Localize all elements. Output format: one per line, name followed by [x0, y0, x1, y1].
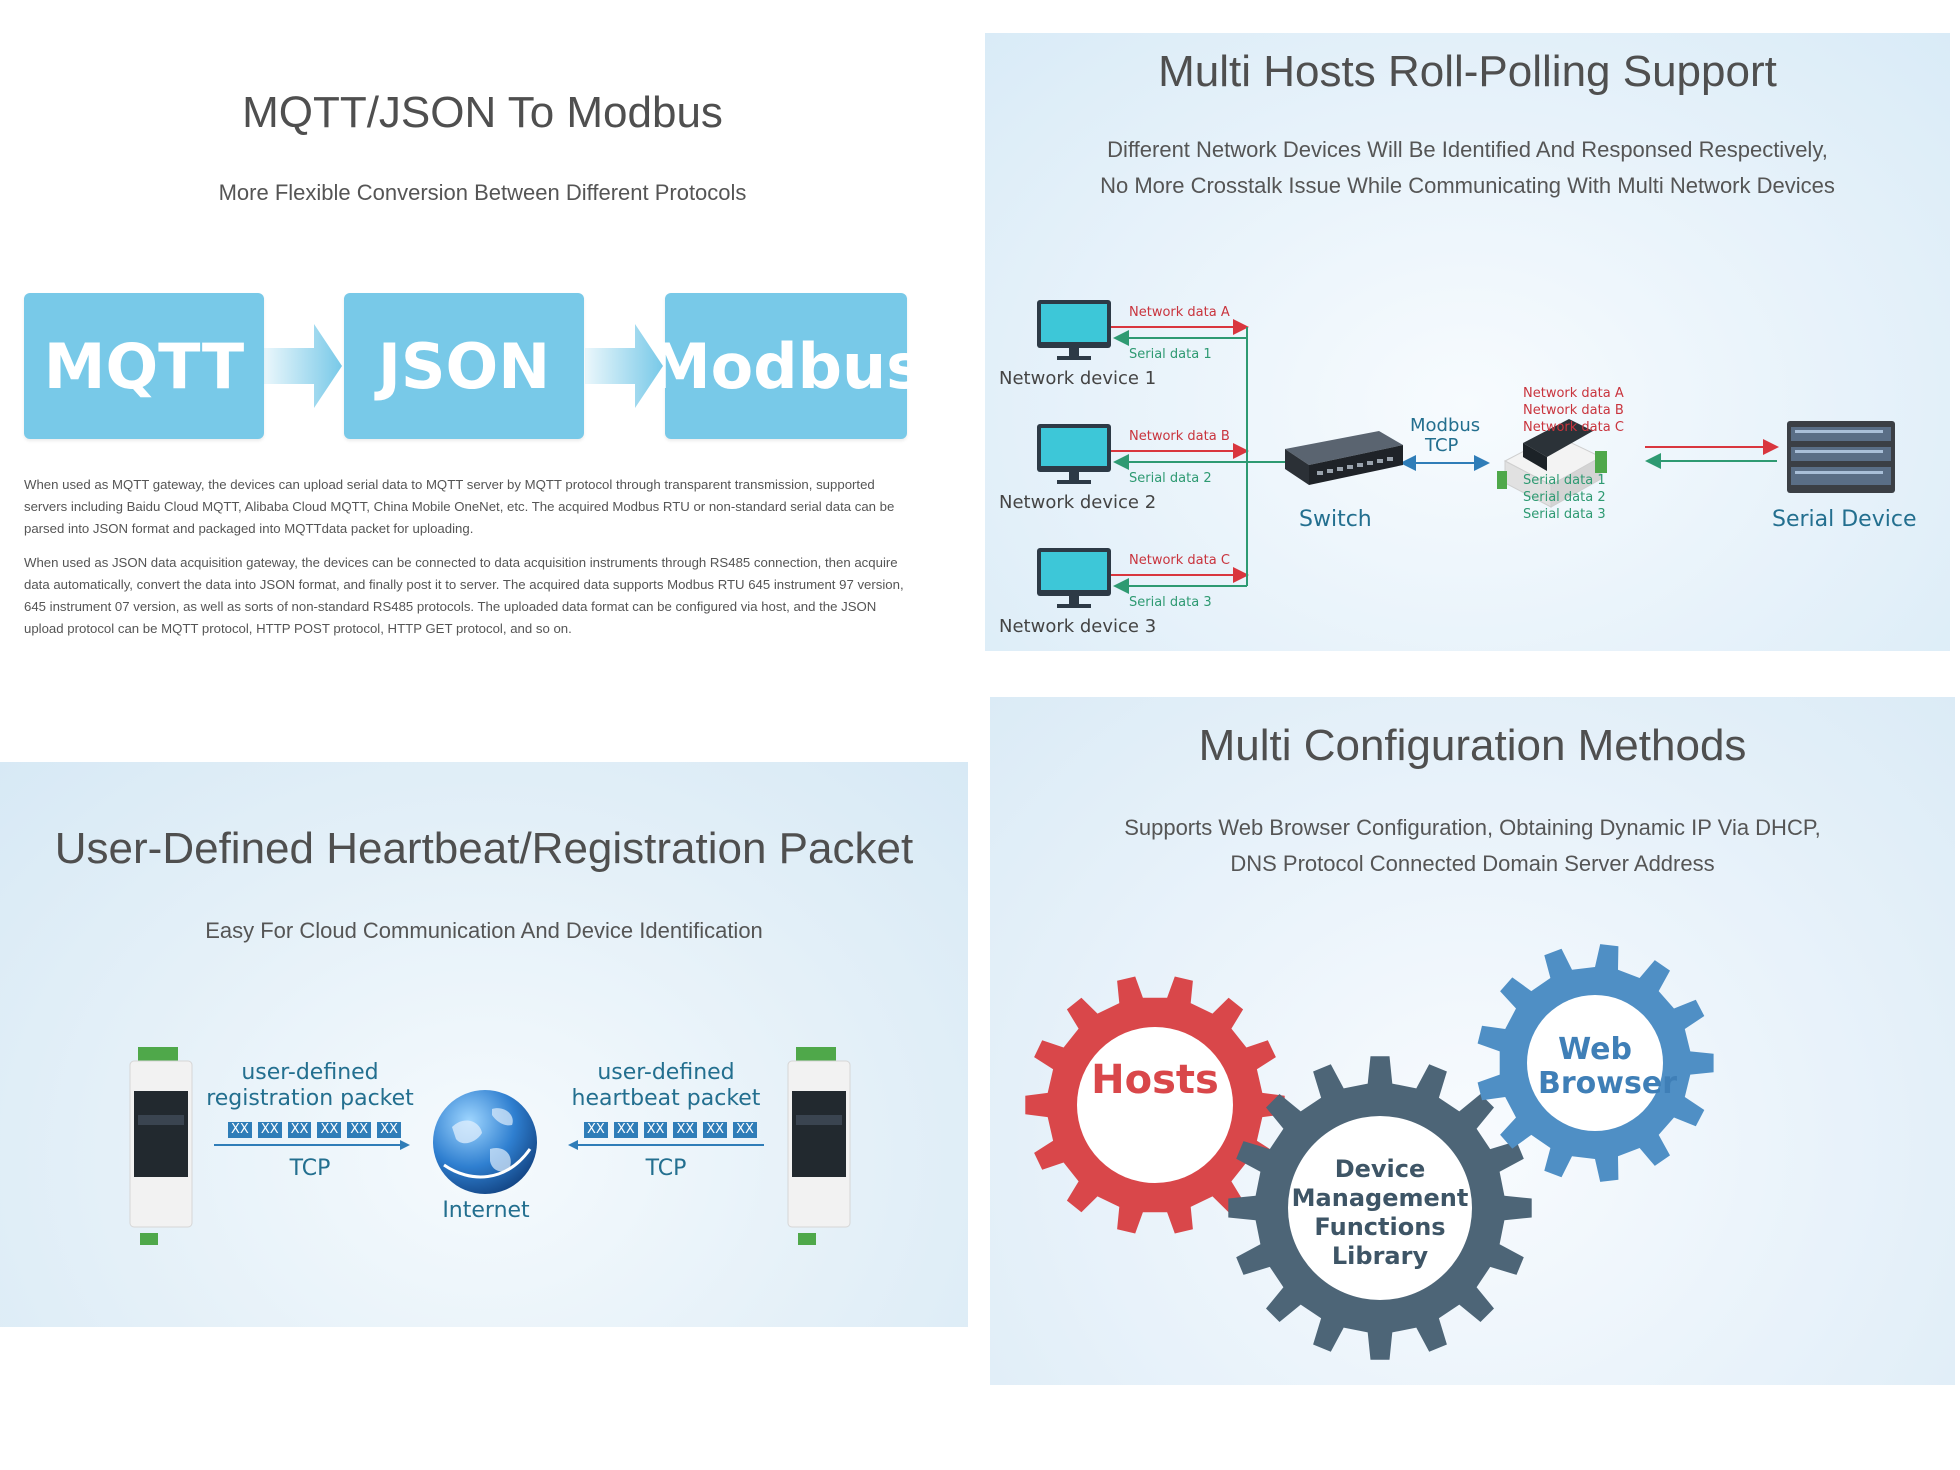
packet-byte: XX	[643, 1122, 668, 1138]
tcp-label-right: TCP	[645, 1156, 687, 1181]
right-net-data-a: Network data A	[1523, 386, 1624, 401]
tcp-arrow-right-icon	[214, 1140, 410, 1150]
gateway-device-icon	[1497, 419, 1607, 508]
right-serial-data-3: Serial data 3	[1523, 507, 1606, 522]
web-gear-label: Web Browser	[1538, 1032, 1677, 1101]
hosts-gear-icon	[1025, 976, 1285, 1234]
packet-byte: XX	[287, 1122, 312, 1138]
heartbeat-label-line1: user-defined	[597, 1060, 735, 1085]
packet-byte: XX	[347, 1122, 372, 1138]
roll-polling-panel: Multi Hosts Roll-Polling Support Differe…	[985, 33, 1950, 651]
monitor-icon	[1037, 548, 1111, 608]
packet-byte: XX	[257, 1122, 282, 1138]
device-gear-line: Functions	[1314, 1213, 1446, 1241]
internet-label: Internet	[442, 1198, 530, 1223]
registration-label-line2: registration packet	[206, 1086, 414, 1111]
switch-label: Switch	[1299, 507, 1372, 532]
tcp-label-left: TCP	[289, 1156, 331, 1181]
polling-diagram-lines	[1108, 319, 1779, 594]
device-management-gear-icon	[1228, 1056, 1532, 1360]
gateway-device-icon	[787, 1047, 851, 1245]
tcp-label: TCP	[1425, 435, 1459, 456]
flow-arrow-icon	[264, 324, 342, 408]
tcp-arrow-left-icon	[568, 1140, 764, 1150]
registration-packet-bytes: XX XX XX XX XX XX	[228, 1120, 407, 1138]
config-methods-panel: Multi Configuration Methods Supports Web…	[990, 697, 1955, 1385]
polling-panel-title: Multi Hosts Roll-Polling Support	[1158, 47, 1777, 96]
packet-byte: XX	[584, 1122, 608, 1138]
packet-byte: XX	[673, 1122, 698, 1138]
gateway-device-icon	[129, 1047, 193, 1245]
globe-icon	[433, 1090, 537, 1194]
config-panel-title: Multi Configuration Methods	[1198, 721, 1747, 770]
mqtt-paragraph-1: When used as MQTT gateway, the devices c…	[24, 477, 895, 536]
serial-data-label-2: Serial data 2	[1129, 471, 1212, 486]
heartbeat-label-line2: heartbeat packet	[571, 1086, 761, 1111]
config-subtitle-line2: DNS Protocol Connected Domain Server Add…	[1230, 851, 1715, 876]
polling-subtitle-line1: Different Network Devices Will Be Identi…	[1107, 137, 1828, 162]
config-subtitle-line1: Supports Web Browser Configuration, Obta…	[1124, 815, 1821, 840]
packet-byte: XX	[228, 1122, 252, 1138]
network-device-2: Network device 2	[999, 492, 1157, 513]
mqtt-paragraph-2: When used as JSON data acquisition gatew…	[24, 555, 904, 636]
switch-icon	[1285, 431, 1403, 485]
web-gear-line: Web	[1558, 1032, 1632, 1067]
packet-byte: XX	[377, 1122, 401, 1138]
hosts-gear-label: Hosts	[1091, 1057, 1219, 1103]
net-data-label-3: Network data C	[1129, 553, 1230, 568]
config-gears	[1025, 944, 1714, 1360]
packet-byte: XX	[613, 1122, 638, 1138]
serial-data-label-1: Serial data 1	[1129, 347, 1212, 362]
flow-box-modbus: Modbus	[649, 293, 923, 439]
right-net-data-b: Network data B	[1523, 403, 1624, 418]
modbus-label: Modbus	[1410, 415, 1481, 436]
monitor-icon	[1037, 300, 1111, 360]
heartbeat-panel-title: User-Defined Heartbeat/Registration Pack…	[54, 824, 914, 873]
net-data-label-2: Network data B	[1129, 429, 1230, 444]
packet-byte: XX	[317, 1122, 342, 1138]
web-browser-gear-icon	[1477, 944, 1714, 1182]
packet-byte: XX	[703, 1122, 728, 1138]
device-gear-line: Device	[1334, 1155, 1426, 1183]
mqtt-panel-title: MQTT/JSON To Modbus	[242, 88, 723, 137]
serial-data-label-3: Serial data 3	[1129, 595, 1212, 610]
heartbeat-panel: User-Defined Heartbeat/Registration Pack…	[0, 762, 968, 1327]
web-gear-line: Browser	[1538, 1066, 1677, 1101]
right-net-data-c: Network data C	[1523, 420, 1624, 435]
mqtt-panel-subtitle: More Flexible Conversion Between Differe…	[218, 180, 747, 205]
heartbeat-panel-subtitle: Easy For Cloud Communication And Device …	[205, 918, 763, 943]
flow-box-json: JSON	[344, 293, 584, 439]
right-serial-data-1: Serial data 1	[1523, 473, 1606, 488]
heartbeat-packet-bytes: XX XX XX XX XX XX	[584, 1120, 763, 1138]
network-device-3: Network device 3	[999, 616, 1157, 637]
monitor-icon	[1037, 424, 1111, 484]
network-device-1: Network device 1	[999, 368, 1157, 389]
registration-label-line1: user-defined	[241, 1060, 379, 1085]
device-gear-line: Library	[1331, 1242, 1429, 1270]
polling-subtitle-line2: No More Crosstalk Issue While Communicat…	[1100, 173, 1835, 198]
mqtt-json-panel: MQTT/JSON To Modbus More Flexible Conver…	[0, 0, 965, 700]
device-gear-line: Management	[1291, 1184, 1469, 1212]
flow-box-mqtt: MQTT	[24, 293, 264, 439]
serial-device-label: Serial Device	[1772, 507, 1917, 532]
packet-byte: XX	[733, 1122, 757, 1138]
flow-arrow-icon	[585, 324, 663, 408]
right-serial-data-2: Serial data 2	[1523, 490, 1606, 505]
serial-device-icon	[1787, 421, 1895, 493]
device-gear-label: Device Management Functions Library	[1290, 1155, 1470, 1271]
net-data-label-1: Network data A	[1129, 305, 1230, 320]
